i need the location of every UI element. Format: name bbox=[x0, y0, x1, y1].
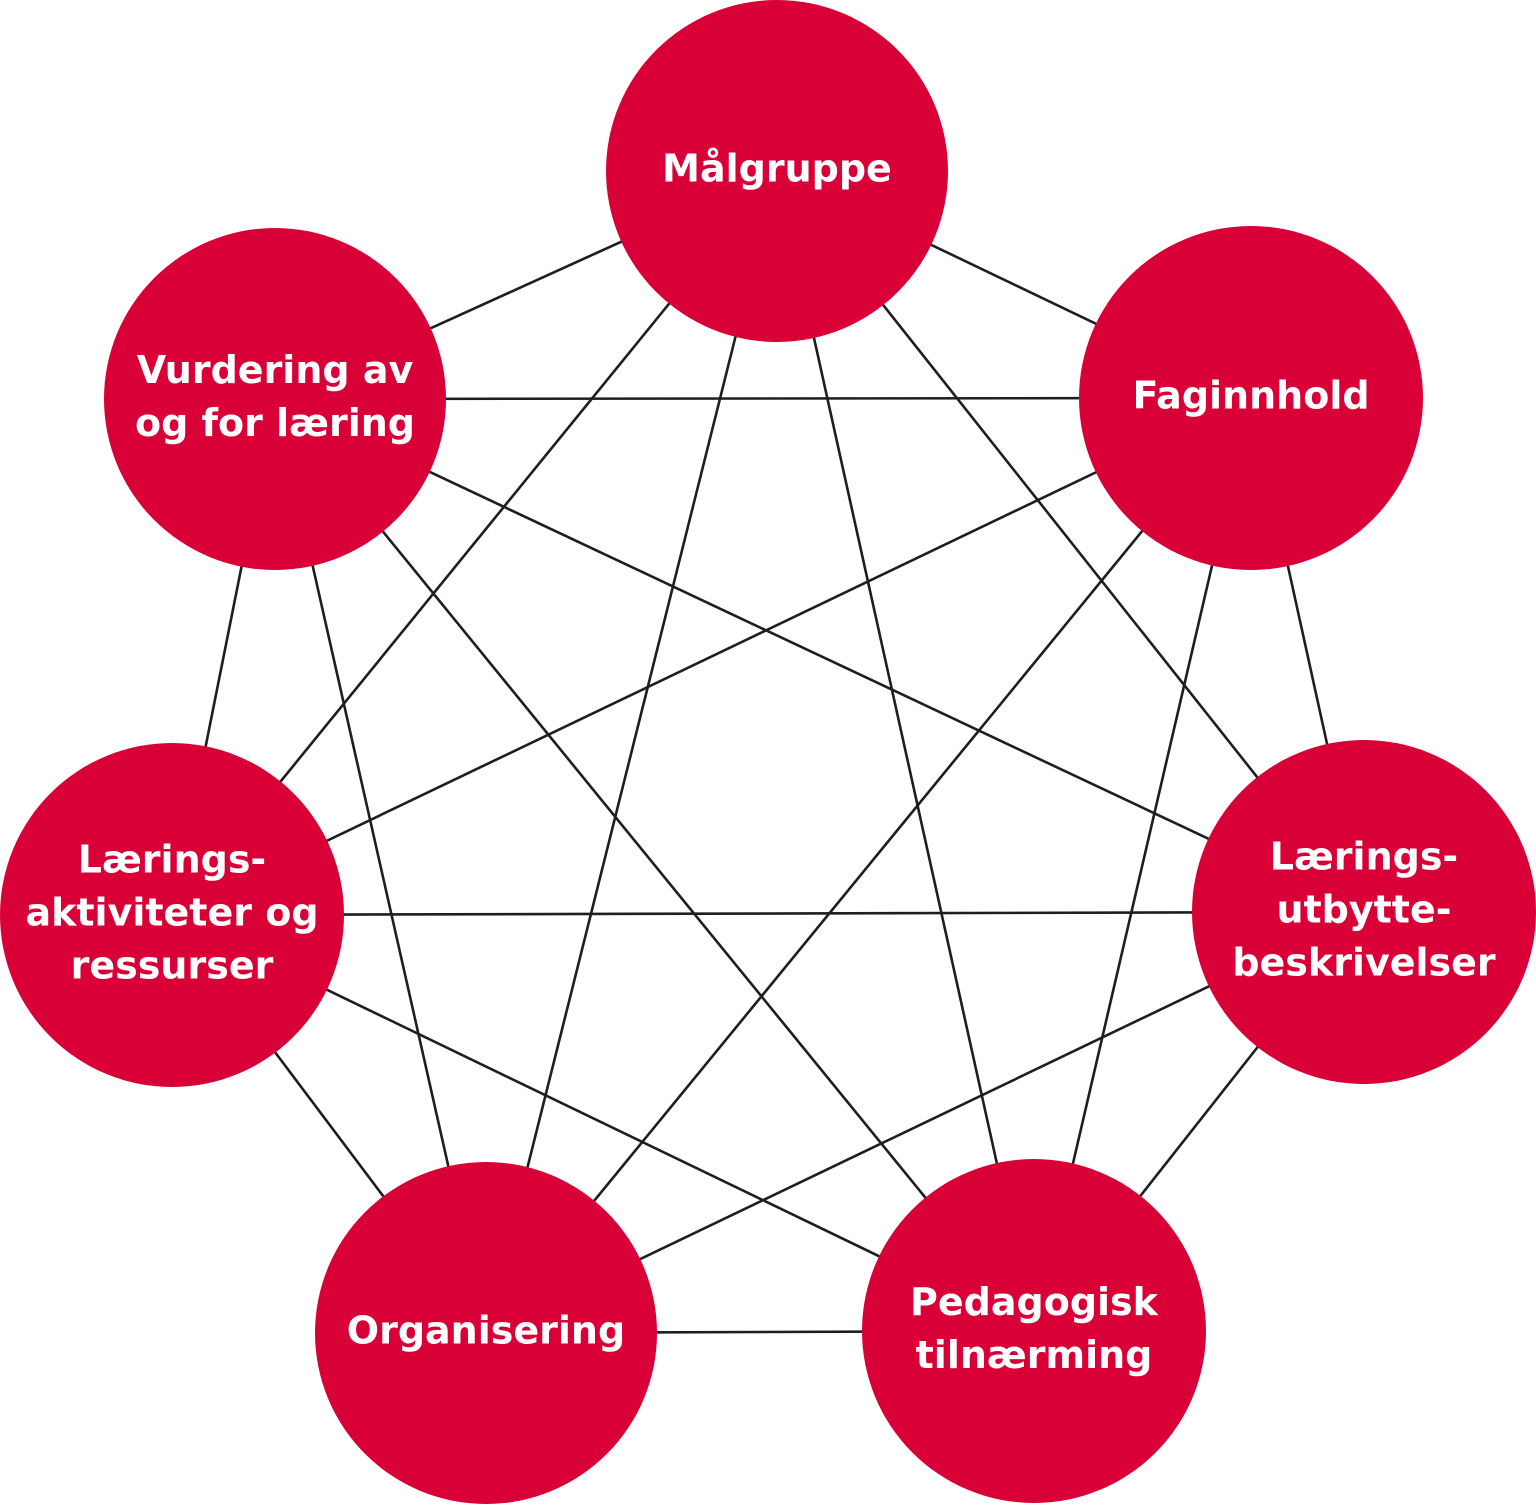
node-label-pedagogisk-line-0: Pedagogisk bbox=[910, 1280, 1159, 1324]
node-vurdering: Vurdering av og for læring bbox=[104, 228, 446, 570]
node-label-laeringsaktiviteter-line-0: Lærings- bbox=[78, 838, 266, 882]
edge-pedagogisk-vurdering bbox=[273, 398, 1036, 1332]
node-pedagogisk: Pedagogisk tilnærming bbox=[862, 1159, 1206, 1503]
node-malgruppe: Målgruppe bbox=[606, 0, 948, 342]
node-label-laeringsaktiviteter-line-1: aktiviteter og bbox=[25, 891, 318, 935]
edge-malgruppe-pedagogisk bbox=[775, 170, 1036, 1332]
node-circle-malgruppe bbox=[606, 0, 948, 342]
node-circle-pedagogisk bbox=[862, 1159, 1206, 1503]
node-laeringsaktiviteter: Lærings-aktiviteter og ressurser bbox=[0, 743, 344, 1087]
node-organisering: Organisering bbox=[315, 1162, 657, 1504]
node-label-vurdering-line-1: og for læring bbox=[135, 401, 415, 445]
edge-laeringsutbytte-laeringsaktiviteter bbox=[171, 910, 1365, 917]
edge-malgruppe-organisering bbox=[484, 170, 779, 1334]
node-circle-laeringsutbytte bbox=[1192, 740, 1536, 1084]
node-label-vurdering-line-0: Vurdering av bbox=[137, 348, 414, 392]
node-label-pedagogisk-line-1: tilnærming bbox=[916, 1333, 1153, 1377]
node-label-organisering-line-0: Organisering bbox=[347, 1309, 625, 1353]
node-circle-organisering bbox=[315, 1162, 657, 1504]
node-circle-vurdering bbox=[104, 228, 446, 570]
node-label-malgruppe-line-0: Målgruppe bbox=[662, 147, 892, 191]
node-label-laeringsaktiviteter-line-2: ressurser bbox=[71, 944, 274, 988]
node-label-laeringsutbytte-line-2: beskrivelser bbox=[1232, 941, 1496, 985]
node-label-faginnhold-line-0: Faginnhold bbox=[1132, 374, 1369, 418]
node-faginnhold: Faginnhold bbox=[1079, 226, 1423, 570]
node-label-laeringsutbytte-line-0: Lærings- bbox=[1270, 835, 1458, 879]
edge-laeringsutbytte-vurdering bbox=[274, 397, 1365, 914]
node-label-laeringsutbytte-line-1: utbytte- bbox=[1276, 888, 1451, 932]
edge-faginnhold-laeringsaktiviteter bbox=[171, 396, 1252, 917]
node-circle-laeringsaktiviteter bbox=[0, 743, 344, 1087]
node-laeringsutbytte: Lærings-utbytte-beskrivelser bbox=[1192, 740, 1536, 1084]
edge-faginnhold-organisering bbox=[484, 397, 1253, 1334]
node-circle-faginnhold bbox=[1079, 226, 1423, 570]
